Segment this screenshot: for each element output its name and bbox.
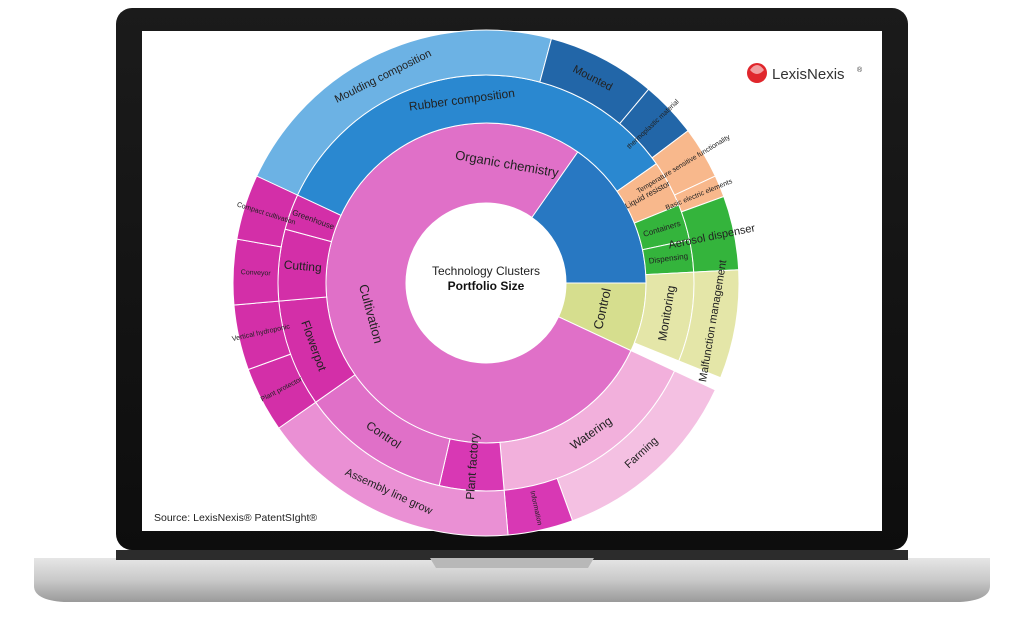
chart-title: Technology Clusters [432,264,540,278]
segment-plant-factory-l2[interactable] [438,438,505,492]
segment-compact-cultivation-l3[interactable] [236,175,299,248]
brand-name: LexisNexis [772,66,845,83]
laptop-base [34,558,990,602]
segment-cutting-l2[interactable] [277,228,333,302]
laptop-notch [430,558,594,568]
chart-subtitle: Portfolio Size [448,279,525,293]
segment-conveyor-l3[interactable] [232,238,282,306]
laptop-hinge [116,550,908,560]
center-hole [406,203,566,363]
brand-registered-mark: ® [857,66,863,74]
segment-malfunction-management-l3[interactable] [678,269,740,379]
lexisnexis-logo: LexisNexis ® [747,63,863,83]
source-note: Source: LexisNexis® PatentSIght® [154,512,317,524]
